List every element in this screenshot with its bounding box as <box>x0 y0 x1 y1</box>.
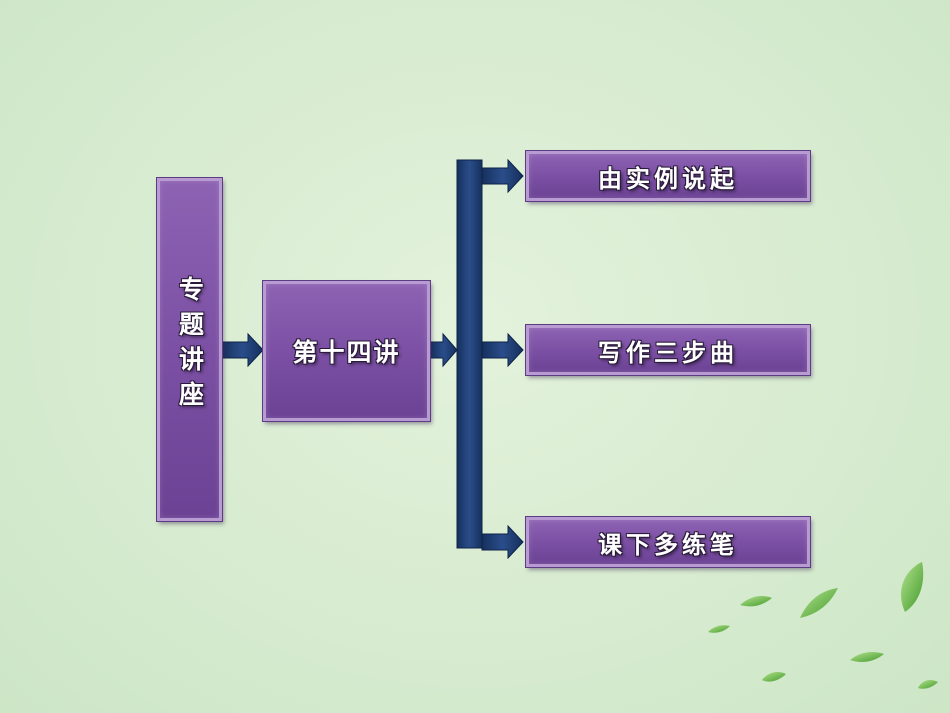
arrow-to-box-3 <box>481 524 524 560</box>
section-box-1: 由实例说起 <box>525 150 811 202</box>
section-label-3: 课下多练笔 <box>598 530 738 559</box>
topic-label: 专题讲座 <box>175 275 205 416</box>
topic-box-left: 专题讲座 <box>156 177 223 522</box>
section-box-3: 课下多练笔 <box>525 516 811 568</box>
bracket-bar <box>456 159 483 549</box>
lecture-box-center: 第十四讲 <box>262 280 431 422</box>
arrow-to-box-1 <box>481 158 524 194</box>
section-label-2: 写作三步曲 <box>598 338 738 367</box>
section-box-2: 写作三步曲 <box>525 324 811 376</box>
arrow-to-box-2 <box>481 332 524 368</box>
arrow-center-to-bracket <box>429 332 458 368</box>
arrow-left-to-center <box>221 332 264 368</box>
lecture-label: 第十四讲 <box>292 338 401 367</box>
section-label-1: 由实例说起 <box>598 164 738 193</box>
leaves-icon <box>708 562 938 689</box>
